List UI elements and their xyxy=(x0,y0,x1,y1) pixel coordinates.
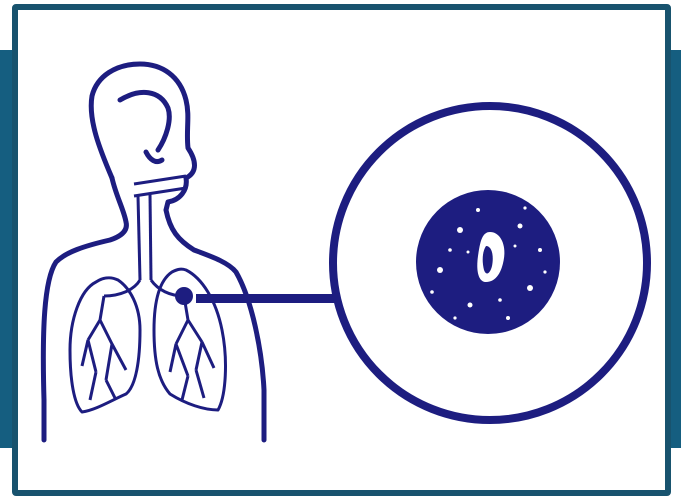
lungs-icon xyxy=(70,269,225,412)
lung-nodule xyxy=(175,287,193,305)
human-figure-icon xyxy=(43,64,264,440)
connector-line xyxy=(196,294,336,303)
tumor-icon xyxy=(416,190,560,334)
